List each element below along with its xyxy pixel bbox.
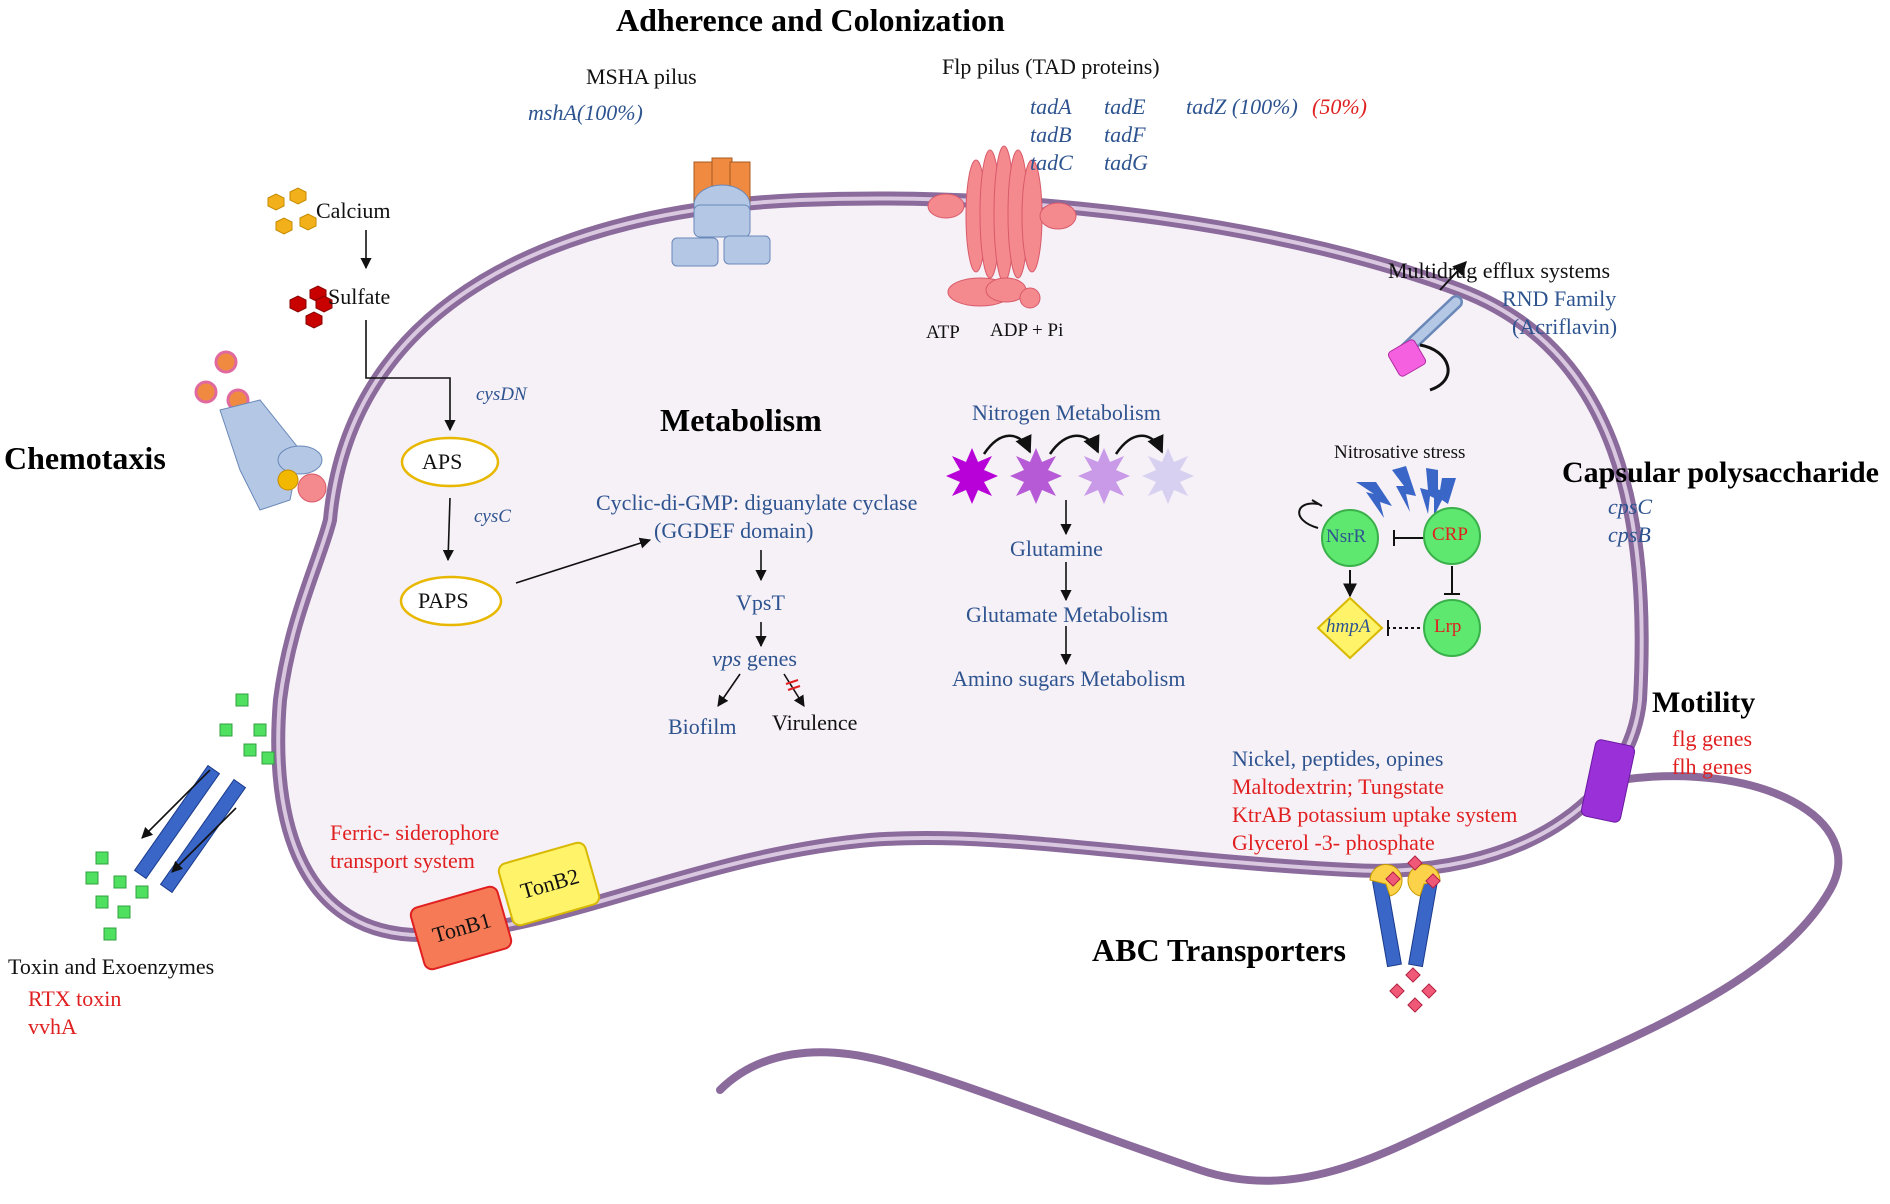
regulatory-network-lines (1298, 499, 1460, 636)
sulfate-label: Sulfate (328, 284, 391, 309)
flp-gene-tadz: tadZ (100%) (1186, 94, 1298, 119)
paps-label: PAPS (418, 588, 469, 613)
efflux-drug: (Acriflavin) (1512, 314, 1618, 339)
efflux-family: RND Family (1502, 286, 1617, 311)
vpst-label: VpsT (736, 590, 785, 615)
heading-metabolism: Metabolism (660, 402, 822, 438)
abc-transporter-icon (1369, 864, 1441, 968)
crp-node (1423, 507, 1481, 565)
ferric-line-2: transport system (330, 848, 475, 873)
flp-pilus-icon (927, 145, 1077, 309)
ferric-line-1: Ferric- siderophore (330, 820, 500, 845)
abc-red-line-3: Glycerol -3- phosphate (1232, 830, 1435, 855)
flp-gene-tadg: tadG (1104, 150, 1148, 175)
nsrr-node (1321, 509, 1379, 567)
nitrogen-title: Nitrogen Metabolism (972, 400, 1161, 425)
flp-title: Flp pilus (TAD proteins) (942, 54, 1160, 79)
motility-gene-flh: flh genes (1672, 754, 1753, 779)
hmpa-label: hmpA (1326, 616, 1371, 637)
vps-genes-label: vps genes (712, 646, 797, 671)
glutamate-label: Glutamate Metabolism (966, 602, 1169, 627)
abc-blue-line: Nickel, peptides, opines (1232, 746, 1444, 771)
msha-title: MSHA pilus (586, 64, 697, 89)
glutamine-label: Glutamine (1010, 536, 1103, 561)
flp-gene-tadz-red: (50%) (1312, 94, 1367, 119)
hmpa-node (1316, 596, 1384, 660)
toxin-particles-icon (85, 693, 275, 941)
capsular-gene-cpsc: cpsC (1608, 494, 1652, 519)
lightning-bolts-icon (1356, 466, 1456, 518)
amino-sugars-label: Amino sugars Metabolism (952, 666, 1186, 691)
atp-label: ATP (926, 322, 960, 343)
heading-chemotaxis: Chemotaxis (4, 440, 166, 476)
heading-motility: Motility (1652, 686, 1756, 719)
flp-gene-tadf: tadF (1104, 122, 1146, 147)
crp-label: CRP (1432, 524, 1468, 545)
adp-label: ADP + Pi (990, 320, 1064, 341)
toxin-title: Toxin and Exoenzymes (8, 954, 215, 979)
sulfate-hexagons-icon (289, 285, 333, 329)
toxin-gene-rtx: RTX toxin (28, 986, 122, 1011)
flp-gene-tadc: tadC (1030, 150, 1073, 175)
paps-node (399, 575, 503, 627)
calcium-label: Calcium (316, 198, 391, 223)
toxin-gene-vvha: vvhA (28, 1014, 77, 1039)
cdg-line2: (GGDEF domain) (654, 518, 814, 543)
abc-red-line-1: Maltodextrin; Tungstate (1232, 774, 1445, 799)
aps-label: APS (422, 449, 463, 474)
metabolism-arrows (717, 500, 1072, 707)
tonb1-box (409, 885, 513, 971)
cell-membrane-inner (276, 196, 1644, 938)
calcium-hexagons-icon (267, 187, 317, 235)
virulence-block-mark (785, 679, 801, 691)
msha-gene: mshA(100%) (528, 100, 643, 125)
flp-gene-tade: tadE (1104, 94, 1146, 119)
heading-abc-transporters: ABC Transporters (1092, 932, 1346, 968)
msha-pilus-icon (671, 157, 771, 267)
chemotaxis-receptor-icon (194, 350, 327, 511)
efflux-title: Multidrug efflux systems (1388, 258, 1611, 283)
flp-gene-tadb: tadB (1030, 122, 1072, 147)
cysdn-label: cysDN (476, 384, 527, 405)
sulfur-pathway-arrows (360, 230, 652, 584)
flagellar-motor-icon (1580, 739, 1636, 823)
nitrogen-stars-icon (946, 434, 1194, 504)
lrp-node (1423, 599, 1481, 657)
biofilm-label: Biofilm (668, 714, 737, 739)
heading-capsular: Capsular polysaccharide (1562, 456, 1879, 489)
toxin-channel-icon (133, 764, 247, 894)
cysc-label: cysC (474, 506, 511, 527)
virulence-label: Virulence (772, 710, 858, 735)
abc-substrate-particles-icon (1385, 855, 1441, 1013)
heading-adherence: Adherence and Colonization (616, 2, 1005, 38)
abc-red-line-2: KtrAB potassium uptake system (1232, 802, 1518, 827)
tonb2-box (497, 841, 601, 927)
capsular-gene-cpsb: cpsB (1608, 522, 1651, 547)
nsrr-label: NsrR (1326, 526, 1367, 547)
efflux-pump-icon (1387, 260, 1467, 392)
lrp-label: Lrp (1434, 616, 1462, 637)
motility-gene-flg: flg genes (1672, 726, 1753, 751)
flp-gene-tada: tadA (1030, 94, 1072, 119)
cdg-line1: Cyclic-di-GMP: diguanylate cyclase (596, 490, 918, 515)
nitrosative-title: Nitrosative stress (1334, 442, 1466, 463)
aps-node (400, 436, 500, 488)
flagellum (716, 772, 1843, 1185)
